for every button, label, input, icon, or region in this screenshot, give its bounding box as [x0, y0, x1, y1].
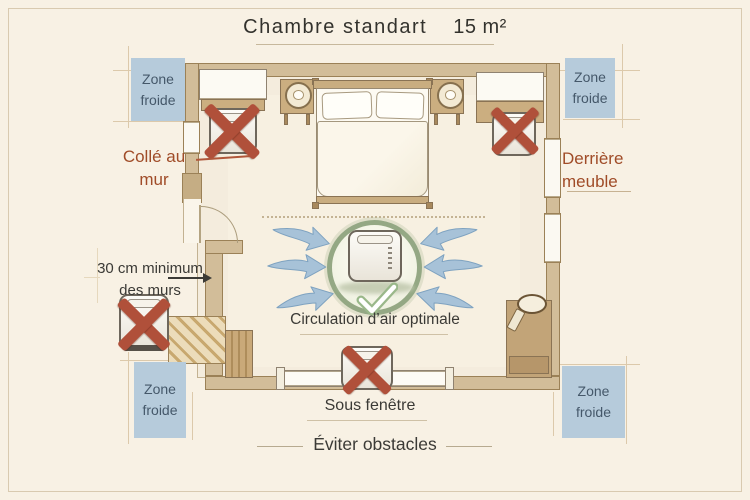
eviter-dash-right [446, 446, 492, 447]
x-mark-icon [197, 95, 267, 165]
air-arrow-icon [420, 226, 478, 251]
window-right-wall-upper [544, 138, 561, 198]
guide-line [563, 119, 640, 120]
bed-leg [426, 202, 433, 209]
pillow-right [375, 91, 425, 120]
nightstand-left-leg [284, 114, 288, 125]
page-title: Chambre standart 15 m² [0, 16, 750, 39]
distance-arrow-head-icon [203, 273, 212, 283]
room-title: Chambre standart [243, 16, 428, 38]
guide-line [626, 356, 627, 444]
lamp-right-icon [437, 82, 464, 109]
distance-arrow-line [168, 277, 204, 279]
eviter-dash-left [257, 446, 303, 447]
desk-mirror-icon [517, 294, 547, 314]
title-underline [256, 44, 494, 45]
air-arrow-icon [416, 286, 474, 311]
label-colle-au-mur: Collé au mur [122, 147, 186, 189]
pillow-left [321, 91, 373, 120]
circulation-underline [300, 334, 448, 335]
check-icon [356, 282, 398, 316]
wardrobe-top-right [476, 72, 544, 102]
nightstand-left-leg [306, 114, 310, 125]
zone-froide-top-right: Zone froide [565, 58, 615, 118]
zone-froide-top-left: Zone froide [131, 58, 185, 121]
nightstand-right-leg [434, 114, 438, 125]
window-left-wall [183, 121, 200, 154]
guide-line [128, 352, 129, 444]
bed-leg [312, 202, 319, 209]
outer-frame [8, 8, 742, 492]
device-center [348, 230, 402, 282]
label-circulation: Circulation d’air optimale [290, 311, 460, 328]
label-distance-min: 30 cm minimum des murs [97, 260, 203, 299]
guide-line [113, 121, 197, 122]
dimension-dotted-line [262, 216, 485, 218]
label-derriere-meuble: Derrière meuble [562, 149, 624, 191]
lamp-left-icon [285, 82, 312, 109]
x-mark-icon [336, 338, 398, 400]
window-right-wall-lower [544, 213, 561, 263]
zone-froide-bottom-left: Zone froide [134, 362, 186, 438]
sous-fenetre-underline [307, 420, 427, 421]
guide-line [120, 360, 198, 361]
airflow-arrows-icon [267, 226, 483, 311]
guide-line [192, 392, 193, 440]
label-eviter-obstacles: Éviter obstacles [313, 434, 437, 454]
guide-line [558, 364, 640, 365]
guide-line [84, 277, 100, 278]
room-area: 15 m² [453, 16, 507, 38]
desk-drawer [509, 356, 549, 374]
air-arrow-icon [423, 254, 483, 280]
door-opening [183, 199, 201, 243]
label-sous-fenetre: Sous fenêtre [324, 397, 416, 414]
bed-footboard [316, 196, 429, 204]
nightstand-right-leg [456, 114, 460, 125]
air-arrow-icon [267, 254, 327, 280]
window-sill-cap-right [445, 367, 454, 390]
guide-line [97, 248, 98, 303]
x-mark-icon [485, 100, 545, 160]
air-arrow-icon [276, 286, 334, 311]
guide-line [622, 44, 623, 128]
wood-bench [225, 330, 253, 378]
zone-froide-bottom-right: Zone froide [562, 366, 625, 438]
guide-line [128, 46, 129, 128]
bed-duvet [317, 121, 428, 197]
device-vents [388, 247, 392, 270]
guide-line [553, 392, 554, 436]
air-arrow-icon [272, 226, 330, 251]
door-leaf [199, 205, 201, 243]
derriere-meuble-underline [567, 191, 631, 192]
